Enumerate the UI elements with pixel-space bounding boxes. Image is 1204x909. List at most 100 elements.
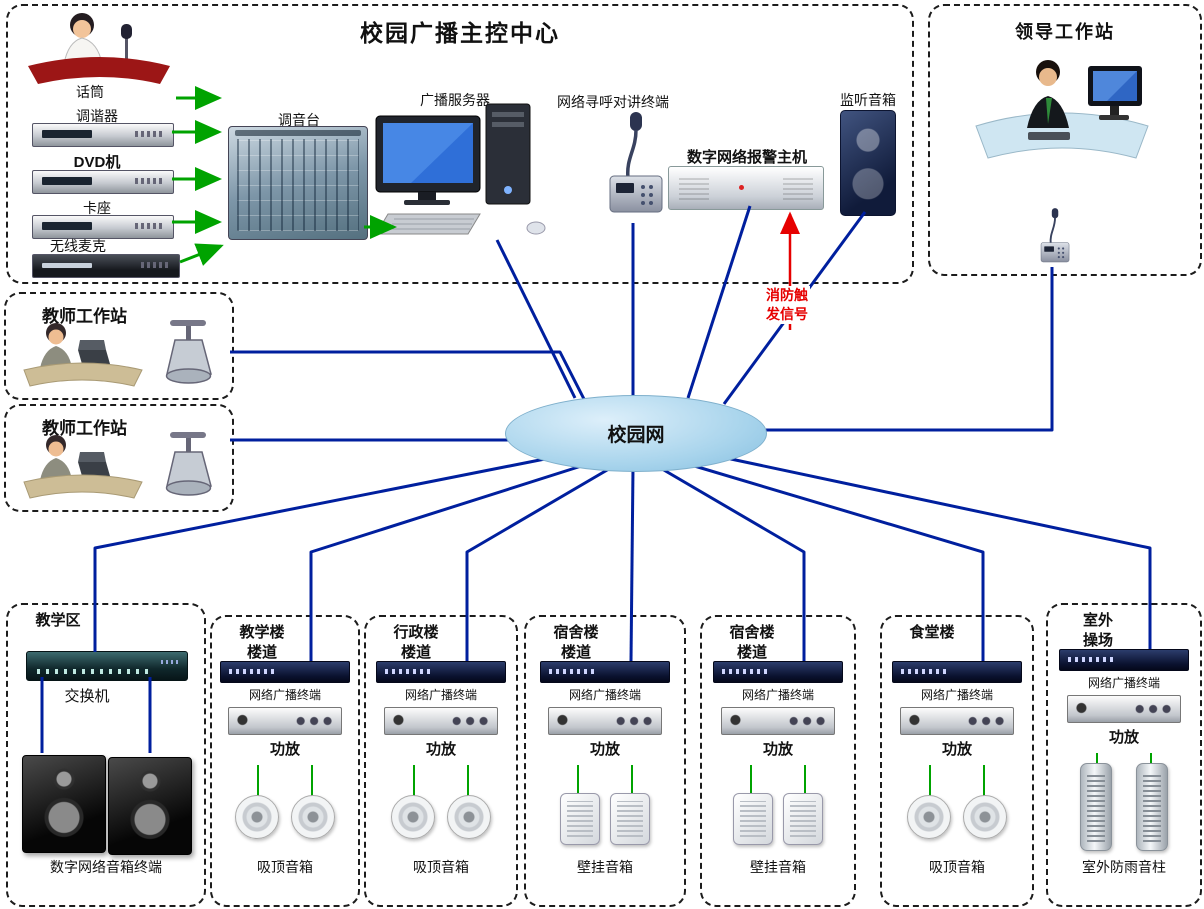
ceiling-speakers [235, 795, 335, 839]
amplifier-label: 功放 [589, 741, 620, 758]
ceiling-speaker-icon [447, 795, 491, 839]
bookshelf-speaker-icon [108, 757, 192, 855]
speaker-wire [804, 765, 806, 797]
main-title: 校园广播主控中心 [360, 20, 560, 46]
amplifier-label: 功放 [762, 741, 793, 758]
amplifier-icon [548, 707, 662, 735]
switch-label: 交换机 [64, 688, 110, 705]
zone-title: 行政楼 楼道 [376, 623, 456, 663]
paging-terminal-label: 网络寻呼对讲终端 [557, 94, 669, 110]
network-broadcast-terminal-icon [540, 661, 670, 683]
speaker-label: 壁挂音箱 [577, 859, 633, 875]
network-broadcast-terminal-icon [713, 661, 843, 683]
teacher-workstation-box-1: 教师工作站 [4, 292, 234, 400]
leader-station-title: 领导工作站 [1015, 22, 1115, 42]
network-broadcast-terminal-icon [1059, 649, 1189, 671]
zone-title-line: 楼道 [560, 644, 591, 661]
column-speakers [1080, 763, 1168, 851]
zone-title-line: 宿舍楼 [553, 624, 599, 641]
campus-network-node: 校园网 [505, 395, 767, 472]
zone-title-line: 行政楼 [393, 624, 439, 641]
server-label: 广播服务器 [420, 92, 490, 108]
ceiling-speaker-icon [391, 795, 435, 839]
zone-box-dormitory-corridor-1: 宿舍楼 楼道 网络广播终端 功放 壁挂音箱 [524, 615, 686, 907]
speaker-wire [413, 765, 415, 797]
teacher-person-icon [18, 432, 148, 504]
zone-title: 教学楼 楼道 [222, 623, 302, 663]
campus-network-label: 校园网 [607, 425, 665, 446]
mixer-label: 调音台 [278, 112, 320, 128]
wall-speakers [560, 793, 650, 845]
tape-deck-label: 卡座 [83, 200, 111, 216]
zone-title-line: 食堂楼 [909, 624, 955, 641]
mixer-device-icon [228, 126, 368, 240]
amplifier-icon [721, 707, 835, 735]
terminal-label: 网络广播终端 [248, 688, 321, 702]
zone-title-line: 教学区 [35, 612, 81, 629]
paging-mic-terminal-icon [600, 110, 670, 225]
ceiling-speaker-icon [907, 795, 951, 839]
fire-trigger-signal-label: 消防触发信号 [764, 286, 810, 324]
terminal-label: 网络广播终端 [404, 688, 477, 702]
zone-title-line: 宿舍楼 [729, 624, 775, 641]
zone-box-teaching-area: 教学区 交换机 数字网络音箱终端 [6, 603, 206, 907]
zone-box-admin-building-corridor: 行政楼 楼道 网络广播终端 功放 吸顶音箱 [364, 615, 518, 907]
amplifier-label: 功放 [269, 741, 300, 758]
speaker-wire [983, 765, 985, 797]
zone-title: 教学区 [18, 611, 98, 631]
broadcast-server-computer-icon [375, 103, 546, 235]
zone-box-cafeteria-building: 食堂楼 网络广播终端 功放 吸顶音箱 [880, 615, 1034, 907]
terminal-label: 网络广播终端 [1087, 676, 1160, 690]
wall-speaker-icon [610, 793, 650, 845]
dvd-label: DVD机 [73, 154, 121, 171]
wall-speakers [733, 793, 823, 845]
horn-speaker-icon [158, 318, 220, 388]
speaker-label: 数字网络音箱终端 [50, 859, 162, 875]
main-control-center-box: 校园广播主控中心 话筒 调谐器 DVD机 卡座 无线麦克 调音台 广播服务器 [6, 4, 914, 284]
amplifier-label: 功放 [1108, 729, 1139, 746]
speaker-label: 吸顶音箱 [257, 859, 313, 875]
ceiling-speaker-icon [235, 795, 279, 839]
zone-title: 室外 操场 [1058, 611, 1138, 651]
speaker-label: 室外防雨音柱 [1082, 859, 1166, 875]
leader-workstation-box: 领导工作站 [928, 4, 1202, 276]
speaker-wire [577, 765, 579, 797]
terminal-label: 网络广播终端 [920, 688, 993, 702]
amplifier-icon [1067, 695, 1181, 723]
zone-title-line: 楼道 [400, 644, 431, 661]
ceiling-speaker-icon [963, 795, 1007, 839]
amplifier-icon [228, 707, 342, 735]
zone-title: 食堂楼 [892, 623, 972, 643]
terminal-label: 网络广播终端 [568, 688, 641, 702]
teacher-person-icon [18, 320, 148, 392]
zone-title-line: 楼道 [736, 644, 767, 661]
zone-title-line: 楼道 [246, 644, 277, 661]
teacher-station-title: 教师工作站 [42, 307, 127, 326]
tape-deck-device-icon [32, 215, 174, 239]
zone-box-teaching-building-corridor: 教学楼 楼道 网络广播终端 功放 吸顶音箱 [210, 615, 360, 907]
announcer-person-icon [24, 10, 174, 88]
ceiling-speaker-icon [291, 795, 335, 839]
speaker-wire [467, 765, 469, 797]
mixer-faders [237, 139, 359, 231]
tuner-device-icon [32, 123, 174, 147]
terminal-label: 网络广播终端 [741, 688, 814, 702]
speaker-label: 吸顶音箱 [413, 859, 469, 875]
zone-title-line: 室外 [1082, 612, 1113, 629]
horn-speaker-icon [158, 430, 220, 500]
teacher-station-title: 教师工作站 [42, 419, 127, 438]
zone-title-line: 操场 [1082, 632, 1113, 649]
ceiling-speakers [907, 795, 1007, 839]
speaker-label: 吸顶音箱 [929, 859, 985, 875]
teacher-workstation-box-2: 教师工作站 [4, 404, 234, 512]
speaker-wire [311, 765, 313, 797]
leader-mic-terminal-icon [1022, 207, 1087, 269]
bookshelf-speaker-icon [22, 755, 106, 853]
dvd-device-icon [32, 170, 174, 194]
speaker-wire [257, 765, 259, 797]
alarm-host-label: 数字网络报警主机 [686, 149, 807, 166]
amplifier-icon [900, 707, 1014, 735]
amplifier-icon [384, 707, 498, 735]
ceiling-speakers [391, 795, 491, 839]
network-broadcast-terminal-icon [220, 661, 350, 683]
